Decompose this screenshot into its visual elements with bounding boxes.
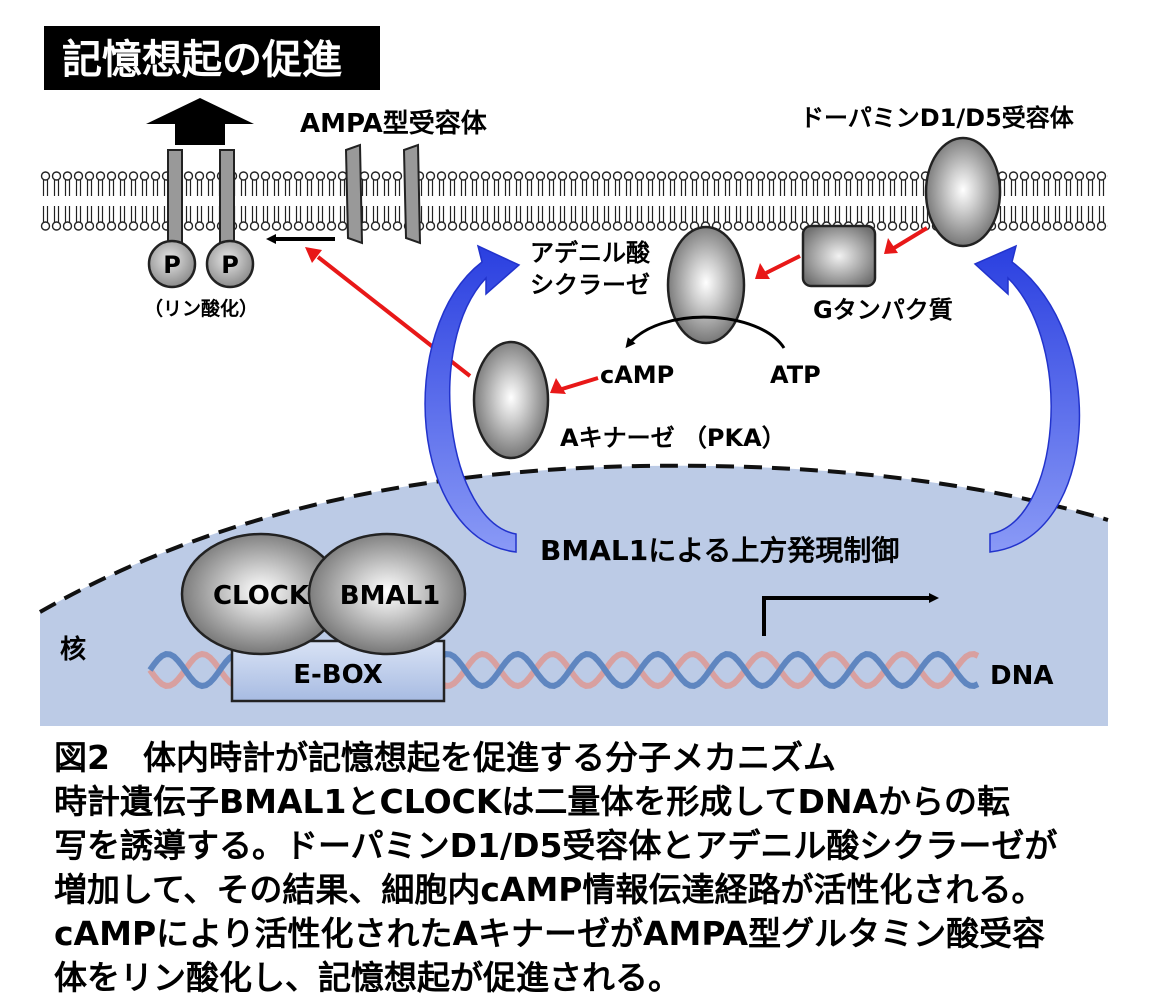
phospho-label-1: P [163,251,181,279]
atp-to-camp-arc [625,315,786,349]
transcription-arrow [762,593,939,636]
g-protein-label: Gタンパク質 [813,296,953,324]
adenylyl-cyclase [666,225,746,345]
dna-label: DNA [990,661,1053,691]
caption-line-5: cAMPにより活性化されたAキナーゼがAMPA型グルタミン酸受容 [54,914,1046,953]
dopamine-receptor-label: ドーパミンD1/D5受容体 [800,104,1075,132]
upregulation-arrow-right [973,244,1081,553]
dopamine-receptor [924,136,1002,248]
adenylyl-cyclase-label-2: シクラーゼ [530,271,650,299]
phospho-label-2: P [221,251,239,279]
caption-line-3: 写を誘導する。ドーパミンD1/D5受容体とアデニル酸シクラーゼが [54,826,1058,865]
phosphorylation-label: （リン酸化） [144,297,258,320]
caption-line-2: 時計遺伝子BMAL1とCLOCKは二量体を形成してDNAからの転 [54,782,1010,821]
caption-line-6: 体をリン酸化し、記憶想起が促進される。 [54,958,681,997]
figure-caption: 図2 体内時計が記憶想起を促進する分子メカニズム 時計遺伝子BMAL1とCLOC… [54,736,1134,1000]
caption-line-4: 増加して、その結果、細胞内cAMP情報伝達経路が活性化される。 [54,870,1045,909]
bmal1-protein [307,532,467,656]
caption-line-1: 図2 体内時計が記憶想起を促進する分子メカニズム [54,738,836,777]
atp-label: ATP [770,361,821,389]
e-box-label: E-BOX [293,660,383,690]
bmal1-label: BMAL1 [340,581,440,611]
ampa-receptor [344,143,422,245]
up-arrow-icon [146,98,254,145]
g-protein [801,224,877,288]
pka-label: Aキナーゼ （PKA） [560,424,786,452]
title: 記憶想起の促進 [62,37,342,83]
signaling-diagram: 記憶想起の促進 P P （リン酸化） AMPA型受容体 ドーパミンD1/D5受容… [39,26,1109,726]
nucleus-label: 核 [60,634,86,665]
protein-kinase-a [472,340,550,460]
camp-label: cAMP [600,361,674,389]
adenylyl-cyclase-label-1: アデニル酸 [530,239,651,267]
ampa-receptor-label: AMPA型受容体 [300,108,488,139]
ampa-receptor-phosphorylated [147,149,255,289]
upregulation-label: BMAL1による上方発現制御 [540,534,899,567]
nuclear-envelope [39,463,1109,614]
title-box [44,26,380,90]
clock-label: CLOCK [213,581,310,611]
upregulation-arrow-left [424,244,521,553]
